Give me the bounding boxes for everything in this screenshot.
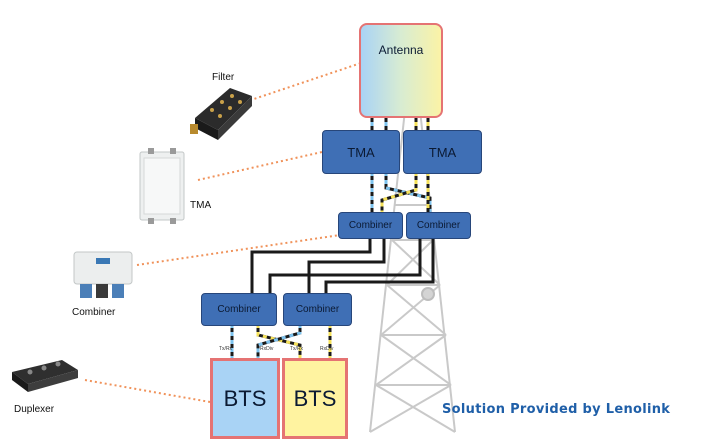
coax-lines [250, 237, 435, 293]
filter-image [190, 88, 252, 140]
tma-right-label: TMA [428, 144, 457, 160]
feeder-tma-combiner [370, 172, 432, 212]
antenna-label: Antenna [378, 42, 424, 57]
combiner-top-right-label: Combiner [416, 220, 461, 231]
port-label-bts-left-rxdiv: RxDiv [260, 346, 274, 352]
bts-node-right: BTS [282, 358, 348, 439]
tma-node-left: TMA [322, 130, 400, 174]
filter-label: Filter [212, 72, 235, 83]
port-label-bts-left-txrx: Tx/Rx [219, 346, 233, 352]
duplexer-label: Duplexer [14, 404, 55, 415]
tma-image [139, 148, 185, 224]
combiner-bottom-right-label: Combiner [295, 304, 340, 315]
duplexer-image [12, 360, 78, 392]
tma-left-label: TMA [347, 144, 375, 160]
combiner-node-bottom-left: Combiner [201, 293, 277, 326]
combiner-bottom-left-label: Combiner [217, 304, 261, 315]
combiner-image [73, 251, 133, 298]
combiner-component-label: Combiner [72, 307, 116, 318]
bts-node-left: BTS [210, 358, 280, 439]
bts-left-label: BTS [223, 385, 267, 411]
leader-lines [84, 59, 371, 403]
bts-right-label: BTS [293, 385, 337, 411]
combiner-node-bottom-right: Combiner [283, 293, 352, 326]
tma-component-label: TMA [190, 200, 212, 211]
port-label-bts-right-rxdiv: RxDiv [320, 346, 334, 352]
jumper-combiner-bts [230, 324, 332, 358]
combiner-node-top-left: Combiner [338, 212, 403, 239]
tma-node-right: TMA [403, 130, 482, 174]
antenna-node: Antenna [359, 23, 443, 118]
credit-text: Solution Provided by Lenolink [442, 402, 671, 417]
port-label-bts-right-txrx: Tx/Rx [290, 346, 304, 352]
combiner-node-top-right: Combiner [406, 212, 471, 239]
combiner-top-left-label: Combiner [348, 220, 393, 231]
